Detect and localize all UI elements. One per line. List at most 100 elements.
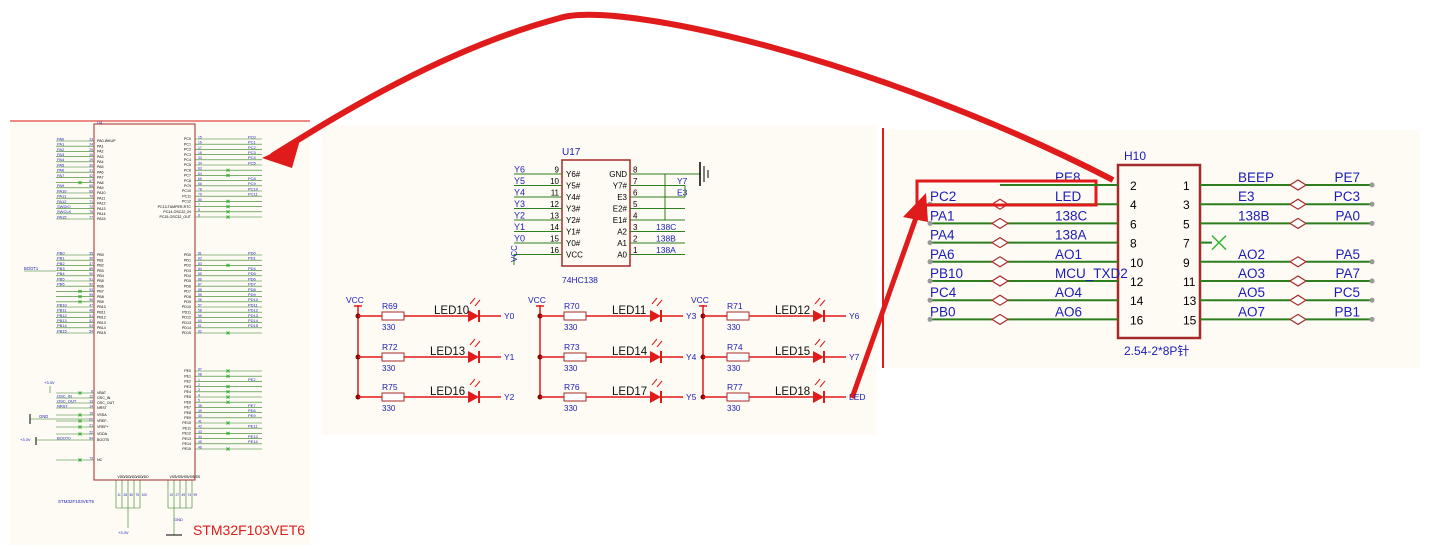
led-net: Y1 — [504, 352, 515, 362]
mcu-right-pin-num: 82 — [198, 257, 202, 261]
resistor-ref: R75 — [382, 382, 398, 392]
header-left-pin-end — [927, 240, 933, 246]
mcu-right-pin-e-name: PE5 — [184, 395, 191, 399]
mcu-right-pin-e-noconnect — [226, 395, 230, 399]
mcu-right-pin-e-name: PE10 — [182, 421, 191, 425]
annotation-arrow-line — [849, 214, 920, 399]
mcu-right-pin-noconnect — [226, 331, 230, 335]
resistor-value: 330 — [382, 364, 396, 373]
decoder-left-net: Y2 — [514, 211, 525, 221]
mcu-left-pin-name: PA2 — [97, 150, 104, 154]
led-net: Y6 — [849, 311, 860, 321]
mcu-bottom-pin-name: VSS — [176, 475, 184, 479]
mcu-right-pin-num: 17 — [198, 146, 202, 150]
mcu-right-pin-num: 57 — [198, 303, 202, 307]
highlight-box — [915, 179, 1098, 207]
mcu-right-pin-name: PD14 — [182, 326, 191, 330]
mcu-left-pin-num: 89 — [89, 267, 93, 271]
mcu-left-pin-num: 32 — [89, 174, 93, 178]
decoder-right-pin-name: A1 — [617, 239, 627, 248]
led-light-ray — [814, 297, 821, 305]
mcu-right-pin-name: PC13-TAMPER-RTC — [158, 205, 192, 209]
mcu-left-pin-num: 68 — [89, 184, 93, 188]
mcu-left-pin-name: PA13 — [97, 207, 106, 211]
mcu-right-pin-e-noconnect — [226, 374, 230, 379]
mcu-left-pin-name: PA5 — [97, 165, 104, 169]
mcu-left-pin-name: PA14 — [97, 212, 106, 216]
mcu-left-pin-name: PA15 — [97, 217, 106, 221]
decoder-right-net: E3 — [677, 188, 688, 198]
mcu-right-pin-e-net: PE7 — [248, 403, 256, 408]
mcu-right-pin-e-noconnect — [226, 431, 230, 436]
header-right-outer-label: PC5 — [1334, 285, 1360, 300]
led-light-ray — [469, 297, 476, 305]
mcu-power-pin-noconnect — [78, 425, 82, 429]
header-right-outer-label: PA5 — [1335, 247, 1360, 262]
mcu-right-pin-num: 86 — [198, 277, 202, 281]
resistor-value: 330 — [382, 323, 396, 332]
mcu-right-pin-net: PD4 — [248, 266, 257, 271]
mcu-right-pin-e-net: PE2 — [248, 377, 256, 382]
decoder-right-pin-name: Y7# — [613, 182, 628, 191]
mcu-right-pin-net: PC0 — [248, 134, 257, 139]
led-ref: LED18 — [775, 386, 810, 398]
decoder-left-net: Y4 — [514, 188, 525, 198]
header-left-outer-label: PC2 — [930, 189, 956, 204]
mcu-left-pin-name: PA9 — [97, 186, 104, 190]
led-light-ray — [474, 340, 481, 348]
mcu-left-pin-num: 69 — [89, 189, 93, 193]
mcu-right-pin-net: PD13 — [248, 313, 259, 318]
led-net: Y0 — [504, 311, 515, 321]
led-symbol — [650, 310, 661, 322]
header-right-net-label: E3 — [1238, 189, 1255, 204]
decoder-left-num: 11 — [551, 189, 560, 198]
mcu-left-pin-name: PA3 — [97, 155, 104, 159]
mcu-left-pin-num: 48 — [89, 309, 93, 313]
decoder-left-net: Y1 — [514, 222, 525, 232]
led-group-vcc: VCC — [346, 295, 364, 305]
mcu-power-pin-num: 13 — [89, 399, 93, 403]
mcu-left-pin-name: PA7 — [97, 176, 104, 180]
decoder-left-net: Y5 — [514, 176, 525, 186]
mcu-right-pin-name: PD10 — [182, 305, 191, 309]
mcu-power-pin-noconnect — [78, 391, 82, 395]
led-light-ray — [656, 340, 663, 348]
resistor-body — [381, 392, 405, 402]
header-left-pin-end — [927, 220, 933, 226]
mcu-right-pin-e-net: PE8 — [248, 408, 256, 413]
mcu-right-pin-num: 78 — [198, 187, 202, 191]
header-right-port — [1288, 275, 1308, 287]
resistor-ref: R76 — [564, 382, 580, 392]
header-pin-num-left: 14 — [1130, 294, 1144, 308]
header-right-outer-label: PC3 — [1334, 189, 1360, 204]
header-right-net-label: BEEP — [1238, 170, 1274, 185]
mcu-right-pin-name: PD7 — [184, 290, 191, 294]
decoder-left-pin-name: Y5# — [566, 182, 581, 191]
resistor-value: 330 — [564, 404, 578, 413]
mcu-right-pin-name: PD2 — [184, 264, 191, 268]
led-light-ray — [469, 378, 476, 386]
mcu-power-pin-name: OSC_IN — [97, 396, 111, 400]
led-symbol — [650, 391, 661, 403]
mcu-right-pin-num: 55 — [198, 293, 202, 297]
mcu-right-pin-noconnect — [226, 173, 230, 178]
mcu-left-pin-net: PA4 — [57, 157, 65, 162]
led-light-ray — [474, 299, 481, 307]
decoder-left-net: Y6 — [514, 165, 525, 175]
mcu-left-pin-num: 67 — [89, 179, 93, 183]
mcu-left-pin-num: 24 — [89, 143, 93, 147]
mcu-left-pin-name: PB1 — [97, 258, 104, 262]
mcu-bottom-pin-num: 10 — [170, 493, 174, 497]
mcu-left-pin-net: PB3 — [57, 266, 65, 271]
resistor-value: 330 — [727, 364, 741, 373]
mcu-left-pin-num: 30 — [89, 163, 93, 167]
led-ref: LED13 — [430, 346, 465, 358]
decoder-vcc-label: VCC — [510, 245, 519, 262]
header-left-outer-label: PB0 — [930, 304, 956, 319]
mcu-right-pin-num: 85 — [198, 272, 202, 276]
led-ref: LED10 — [434, 305, 469, 317]
mcu-left-pin-num: 47 — [89, 303, 93, 307]
header-right-port — [1288, 256, 1308, 268]
mcu-left-pin-net: PB10 — [57, 302, 68, 307]
mcu-right-pin-name: PC4 — [184, 158, 191, 162]
